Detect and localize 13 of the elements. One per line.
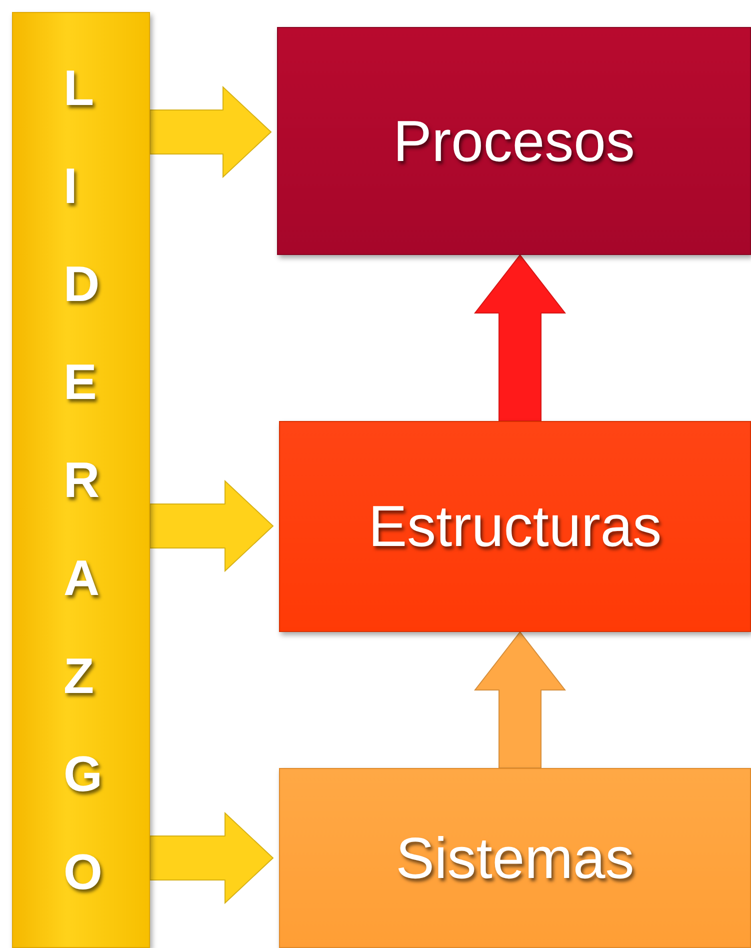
box-label: Estructuras	[368, 493, 662, 560]
process-box	[279, 768, 751, 948]
process-box	[277, 27, 751, 255]
vertical-banner	[12, 12, 150, 948]
block-arrow	[150, 812, 274, 904]
block-arrow	[474, 254, 566, 422]
block-arrow	[150, 480, 274, 572]
vertical-label: LIDERAZGO	[64, 59, 98, 902]
box-label: Procesos	[393, 108, 635, 174]
block-arrow	[474, 631, 566, 768]
box-label: Sistemas	[396, 824, 634, 892]
process-box	[279, 421, 751, 632]
block-arrow	[150, 86, 272, 178]
